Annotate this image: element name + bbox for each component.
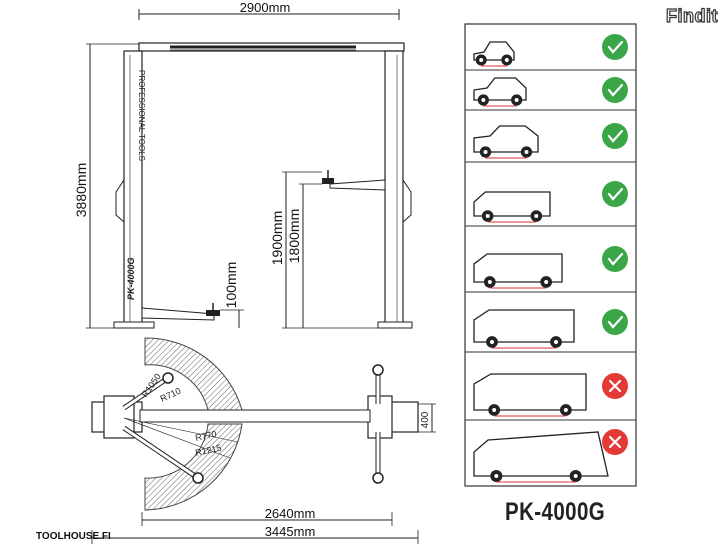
base-depth-dimension: 400 — [420, 411, 431, 428]
compat-row — [473, 34, 628, 67]
compat-row — [465, 161, 636, 223]
check-icon — [602, 309, 628, 335]
post-small-label: PROFESSIONAL TOOLS — [137, 70, 146, 161]
post-label: PK-4000G — [126, 257, 136, 300]
width-top-dimension: 2900mm — [240, 0, 291, 15]
compat-row — [465, 109, 636, 159]
suv-icon — [473, 125, 539, 159]
lift-height-dimension: 1900mm — [269, 211, 285, 265]
check-icon — [602, 181, 628, 207]
pad-height-dimension: 1800mm — [286, 209, 302, 263]
compat-row — [465, 69, 636, 107]
check-icon — [602, 34, 628, 60]
motorhome-icon — [473, 431, 609, 483]
arm-r770-label: R770 — [194, 429, 217, 443]
cross-icon — [602, 373, 628, 399]
min-height-dimension: 100mm — [223, 262, 239, 309]
medium-van-icon — [473, 253, 563, 289]
station-wagon-icon — [473, 77, 527, 107]
compatibility-panel — [464, 23, 637, 487]
compat-row — [465, 291, 636, 349]
check-icon — [602, 123, 628, 149]
long-van-icon — [473, 309, 575, 349]
check-icon — [602, 246, 628, 272]
small-van-icon — [473, 191, 551, 223]
compat-row — [465, 225, 636, 289]
extra-long-van-icon — [473, 373, 587, 417]
arm-r710-label: R710 — [159, 386, 183, 404]
microcar-icon — [473, 41, 515, 67]
compat-row — [465, 419, 636, 483]
height-total-dimension: 3880mm — [73, 163, 89, 217]
top-view: R1050 R710 R770 R1215 400 2640mm 3445mm — [91, 337, 436, 544]
overall-width-dimension: 3445mm — [265, 524, 316, 539]
compat-row — [465, 351, 636, 417]
model-name: PK-4000G — [505, 498, 606, 526]
source-label: TOOLHOUSE.FI — [36, 531, 111, 542]
inner-width-dimension: 2640mm — [265, 506, 316, 521]
cross-icon — [602, 429, 628, 455]
front-view: 2900mm 3880mm PROFESSIONAL TOOLS PK-4000… — [73, 0, 413, 329]
findit-logo: Findit — [665, 5, 718, 26]
check-icon — [602, 77, 628, 103]
